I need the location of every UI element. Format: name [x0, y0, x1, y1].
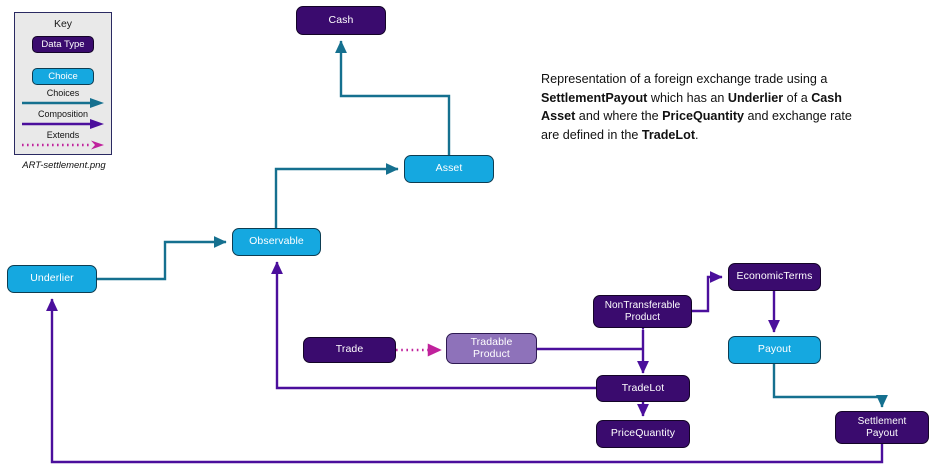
node-asset[interactable]: Asset	[404, 155, 494, 183]
key-title: Key	[53, 18, 73, 30]
edge-nontransfer-to-economic	[692, 270, 723, 313]
key-legend-label: Choices	[46, 88, 80, 98]
key-legend-composition: Composition	[20, 109, 106, 129]
node-tradelot[interactable]: TradeLot	[596, 375, 690, 402]
edge-asset-to-cash	[334, 40, 451, 155]
edge-payout-to-settlement	[772, 364, 889, 408]
key-legend-arrow	[22, 98, 104, 108]
edge-observable-to-asset	[274, 162, 399, 228]
key-legend-choices: Choices	[20, 88, 106, 108]
key-legend-extends: Extends	[20, 130, 106, 150]
key-legend-arrow	[22, 140, 104, 150]
key-chip-choice: Choice	[32, 68, 94, 85]
node-underlier[interactable]: Underlier	[7, 265, 97, 293]
node-pricequant[interactable]: PriceQuantity	[596, 420, 690, 448]
node-observable[interactable]: Observable	[232, 228, 321, 256]
node-tradable[interactable]: Tradable Product	[446, 333, 537, 364]
node-payout[interactable]: Payout	[728, 336, 821, 364]
node-nontransfer[interactable]: NonTransferable Product	[593, 295, 692, 328]
key-chip-datatype: Data Type	[32, 36, 94, 53]
key-legend-label: Extends	[46, 130, 80, 140]
node-settlement[interactable]: Settlement Payout	[835, 411, 929, 444]
key-legend-arrow	[22, 119, 104, 129]
edge-settlement-to-underlier	[45, 298, 884, 464]
key-caption: ART-settlement.png	[22, 160, 106, 171]
edge-tradelot-to-observable	[270, 261, 596, 390]
description-text: Representation of a foreign exchange tra…	[541, 72, 852, 142]
node-economic[interactable]: EconomicTerms	[728, 263, 821, 291]
key-legend-label: Composition	[37, 109, 89, 119]
node-trade[interactable]: Trade	[303, 337, 396, 363]
edge-underlier-to-observable	[97, 235, 227, 281]
node-cash[interactable]: Cash	[296, 6, 386, 35]
